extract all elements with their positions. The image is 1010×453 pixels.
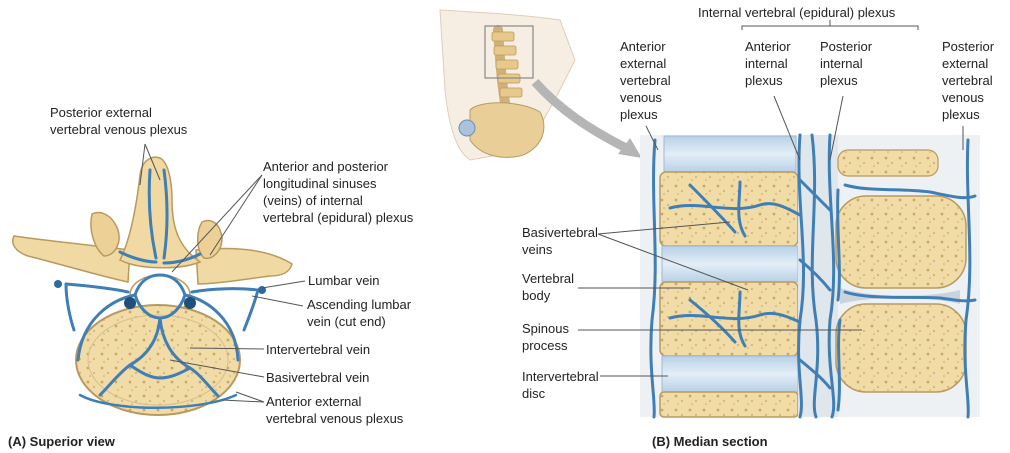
- label-spinous-process: Spinous process: [522, 320, 569, 354]
- label-basivertebral-veins: Basivertebral veins: [522, 224, 598, 258]
- label-intervertebral-disc: Intervertebral disc: [522, 368, 599, 402]
- label-ascending-lumbar-vein: Ascending lumbar vein (cut end): [307, 296, 411, 330]
- caption-median-section: (B) Median section: [652, 434, 768, 449]
- lumbar-region-thumbnail: [440, 10, 642, 160]
- label-vertebral-body: Vertebral body: [522, 270, 574, 304]
- label-lumbar-vein: Lumbar vein: [308, 272, 380, 289]
- label-intervertebral-vein: Intervertebral vein: [266, 341, 370, 358]
- label-longitudinal-sinuses: Anterior and posterior longitudinal sinu…: [263, 158, 413, 226]
- median-section-column: [640, 135, 980, 417]
- superior-view-vertebra: [13, 157, 292, 415]
- label-posterior-external-plexus-a: Posterior external vertebral venous plex…: [50, 104, 187, 138]
- label-internal-plexus-header: Internal vertebral (epidural) plexus: [698, 4, 895, 21]
- label-posterior-external-plexus-b: Posterior external vertebral venous plex…: [942, 38, 994, 123]
- label-basivertebral-vein: Basivertebral vein: [266, 369, 369, 386]
- caption-superior-view: (A) Superior view: [8, 434, 115, 449]
- label-anterior-external-plexus-b: Anterior external vertebral venous plexu…: [620, 38, 671, 123]
- label-posterior-internal-plexus: Posterior internal plexus: [820, 38, 872, 89]
- label-anterior-internal-plexus: Anterior internal plexus: [745, 38, 791, 89]
- label-anterior-external-plexus-a: Anterior external vertebral venous plexu…: [266, 393, 403, 427]
